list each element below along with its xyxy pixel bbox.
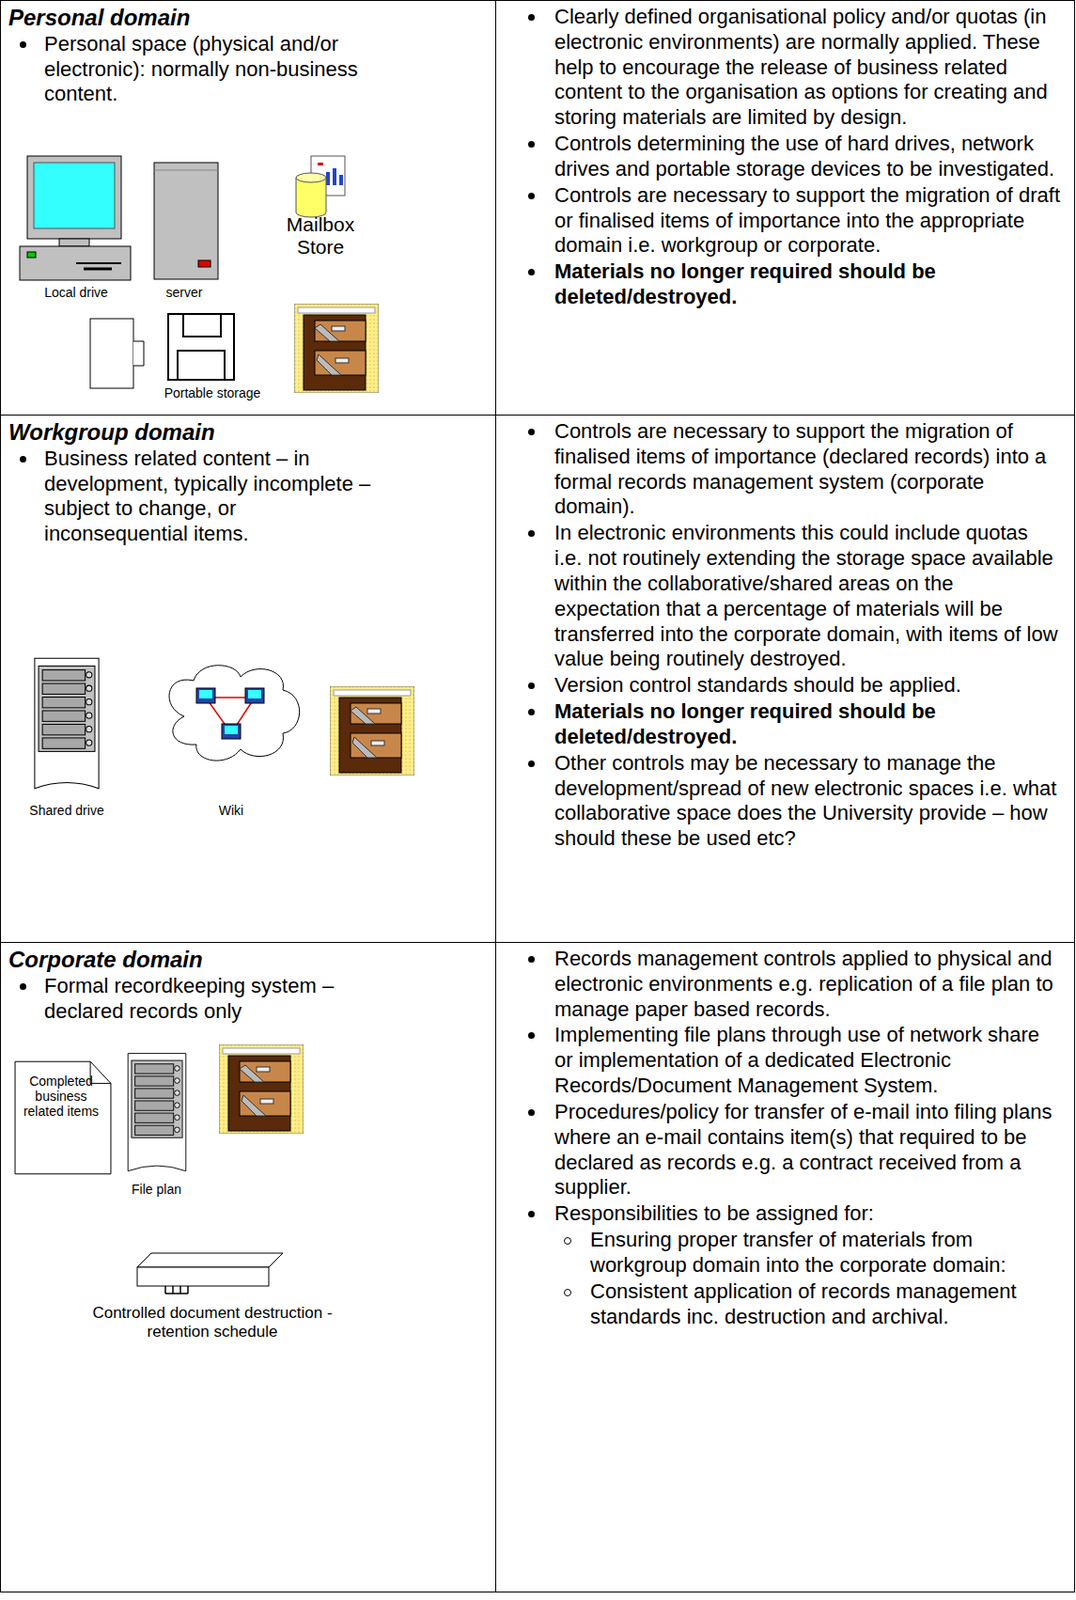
domain-cell: Corporate domainFormal recordkeeping sys… <box>0 942 497 1591</box>
icon-caption: server <box>141 284 227 300</box>
bullet-point: Controls are necessary to support the mi… <box>514 183 1061 259</box>
domain-description: Personal space (physical and/or electron… <box>12 31 383 108</box>
controls-cell: Clearly defined organisational policy an… <box>496 0 1076 415</box>
domain-cell: Workgroup domainBusiness related content… <box>0 415 497 942</box>
controls-cell: Controls are necessary to support the mi… <box>496 415 1076 942</box>
icon-caption: Mailbox Store <box>268 213 373 259</box>
mailbox-store <box>296 155 345 218</box>
document-label: Completed business related items <box>14 1060 112 1124</box>
table-row: Workgroup domainBusiness related content… <box>0 415 1076 943</box>
icon-caption: Controlled document destruction - retent… <box>76 1303 349 1341</box>
desktop-computer <box>19 155 131 281</box>
icon-caption: File plan <box>111 1181 202 1197</box>
sub-bullet: Consistent application of records manage… <box>514 1278 1061 1330</box>
shredder <box>137 1252 283 1294</box>
bullet-point: Materials no longer required should be d… <box>514 699 1061 750</box>
domain-description: Business related content – in developmen… <box>12 446 383 547</box>
bullet-point: Responsibilities to be assigned for: <box>514 1200 1061 1227</box>
bullet-point: Records management controls applied to p… <box>514 946 1061 1022</box>
bullet-point: Implementing file plans through use of n… <box>514 1022 1061 1098</box>
domain-heading: Corporate domain <box>8 946 488 974</box>
filing-cabinet <box>329 686 415 776</box>
domain-cell: Personal domainPersonal space (physical … <box>0 0 497 415</box>
domain-description: Formal recordkeeping system – declared r… <box>12 973 383 1025</box>
usb-stick <box>90 318 144 389</box>
filing-cabinet <box>294 303 379 393</box>
controls-cell: Records management controls applied to p… <box>496 942 1076 1591</box>
domain-heading: Personal domain <box>8 4 488 32</box>
document-shape: Completed business related items <box>14 1060 112 1175</box>
domain-heading: Workgroup domain <box>8 419 488 447</box>
icon-caption: Portable storage <box>141 385 283 401</box>
corporate-icons <box>0 942 497 1591</box>
icon-caption: Shared drive <box>10 802 124 818</box>
table-row: Corporate domainFormal recordkeeping sys… <box>0 942 1076 1592</box>
icon-caption: Local drive <box>15 284 138 300</box>
bullet-point: Other controls may be necessary to manag… <box>514 750 1061 852</box>
server-tower <box>154 162 219 280</box>
bullet-point: Controls are necessary to support the mi… <box>514 419 1061 520</box>
icon-caption: Wiki <box>198 802 265 818</box>
bullet-point: Version control standards should be appl… <box>514 672 1061 699</box>
bullet-point: In electronic environments this could in… <box>514 520 1061 672</box>
shared-drive <box>34 657 99 788</box>
filing-cabinet <box>218 1044 304 1134</box>
file-plan-server <box>127 1053 187 1171</box>
table-row: Personal domainPersonal space (physical … <box>0 0 1076 416</box>
bullet-point: Materials no longer required should be d… <box>514 259 1061 311</box>
bullet-point: Controls determining the use of hard dri… <box>514 131 1061 183</box>
floppy-disk <box>168 313 234 380</box>
wiki-cloud <box>169 665 300 761</box>
sub-bullet: Ensuring proper transfer of materials fr… <box>514 1227 1061 1279</box>
bullet-point: Procedures/policy for transfer of e-mail… <box>514 1099 1061 1201</box>
bullet-point: Clearly defined organisational policy an… <box>514 4 1061 131</box>
